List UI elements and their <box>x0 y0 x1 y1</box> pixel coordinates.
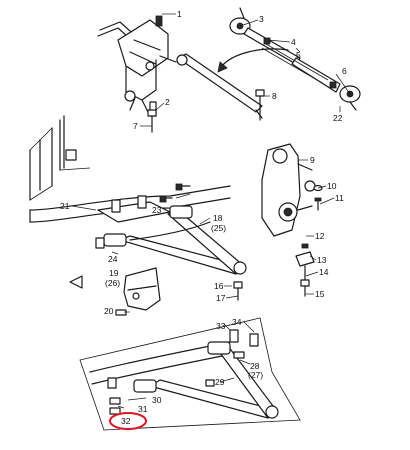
callout-11: 11 <box>335 193 344 203</box>
bolt-8 <box>255 89 265 121</box>
arrow-head <box>217 61 228 73</box>
callout-28-alt: (27) <box>248 370 263 380</box>
bolt-7 <box>147 109 157 133</box>
callout-31: 31 <box>138 404 148 414</box>
callout-33: 33 <box>216 321 226 331</box>
callout-34: 34 <box>232 317 242 327</box>
callout-22: 22 <box>333 113 343 123</box>
callout-8: 8 <box>272 91 277 101</box>
callout-18-alt: (25) <box>211 223 226 233</box>
callout-1: 1 <box>177 9 182 19</box>
callout-2: 2 <box>165 97 170 107</box>
callout-14: 14 <box>319 267 329 277</box>
callout-5: 5 <box>296 50 301 60</box>
steering-knuckle <box>261 143 323 297</box>
callout-3: 3 <box>259 14 264 24</box>
upper-a-arm <box>103 205 247 275</box>
callout-7: 7 <box>133 121 138 131</box>
frame-bracket <box>95 183 191 249</box>
callout-23: 23 <box>152 205 162 215</box>
callout-numbers: 1 2 3 4 5 6 7 8 9 10 11 12 13 14 15 16 1… <box>60 9 347 426</box>
callout-6: 6 <box>342 66 347 76</box>
callout-28: 28 <box>250 361 260 371</box>
callout-13: 13 <box>317 255 327 265</box>
callout-15: 15 <box>315 289 325 299</box>
nut-16 <box>233 281 243 301</box>
lower-arm-inset <box>79 317 301 431</box>
steering-bracket <box>97 15 177 117</box>
callout-24: 24 <box>108 254 118 264</box>
callout-32: 32 <box>121 416 131 426</box>
callout-17: 17 <box>216 293 226 303</box>
callout-18: 18 <box>213 213 223 223</box>
callout-16: 16 <box>214 281 224 291</box>
callout-9: 9 <box>310 155 315 165</box>
direction-arrow <box>69 275 83 289</box>
callout-21: 21 <box>60 201 70 211</box>
callout-30: 30 <box>152 395 162 405</box>
callout-19: 19 <box>109 268 119 278</box>
highlight-circle <box>109 412 147 430</box>
callout-29: 29 <box>215 377 225 387</box>
callout-20: 20 <box>104 306 114 316</box>
callout-19-alt: (26) <box>105 278 120 288</box>
callout-10: 10 <box>327 181 337 191</box>
leader-lines <box>71 13 351 409</box>
guard-plate <box>123 267 161 311</box>
bolt-20 <box>115 309 127 316</box>
callout-12: 12 <box>315 231 325 241</box>
assembly-arrow <box>221 48 289 67</box>
tie-rod <box>176 53 263 119</box>
tie-rod-end-assembly <box>229 7 361 111</box>
callout-4: 4 <box>291 37 296 47</box>
